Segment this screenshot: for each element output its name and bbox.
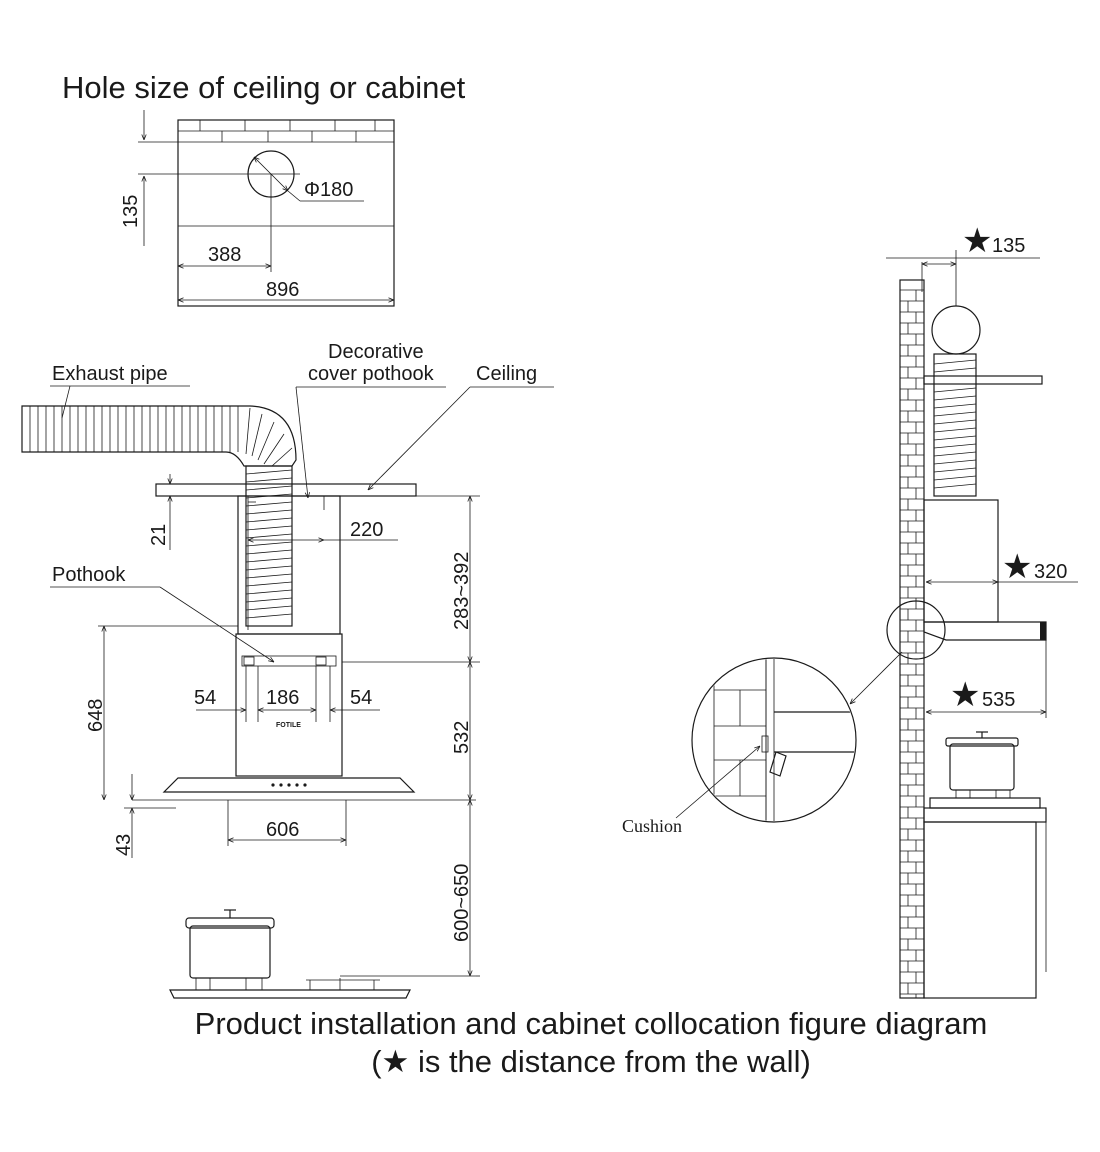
- dim-54-right: 54: [350, 687, 372, 709]
- exhaust-pipe: [21, 405, 297, 627]
- dim-hole-388: 388: [208, 244, 241, 266]
- wall: [899, 279, 925, 999]
- label-exhaust-pipe: Exhaust pipe: [52, 363, 168, 385]
- brand-logo: FOTILE: [276, 722, 301, 729]
- wall-bricks: [900, 289, 924, 998]
- side-pot: [929, 731, 1041, 809]
- chimney-cover: [237, 495, 341, 635]
- dim-side-320: 320: [1034, 561, 1067, 583]
- dim-186: 186: [266, 687, 299, 709]
- side-cabinet: [923, 821, 1037, 999]
- dim-600-650: 600~650: [451, 864, 473, 942]
- cushion-detail-circle: [691, 657, 857, 823]
- dim-532: 532: [451, 721, 473, 754]
- control-buttons: [271, 783, 307, 787]
- star-icon-320: ★: [1002, 548, 1032, 586]
- label-decorative: Decorative: [328, 341, 424, 363]
- cabinet-top-outline: [177, 119, 395, 307]
- dim-54-left: 54: [194, 687, 216, 709]
- caption-line-2: (★ is the distance from the wall): [371, 1044, 811, 1079]
- cooktop-with-pot: [169, 909, 411, 999]
- dim-side-135: 135: [992, 235, 1025, 257]
- dim-side-535: 535: [982, 689, 1015, 711]
- label-pothook: Pothook: [52, 564, 126, 586]
- dim-220: 220: [350, 519, 383, 541]
- side-counter: [923, 807, 1047, 823]
- dim-hole-135: 135: [120, 195, 142, 228]
- label-cushion: Cushion: [622, 816, 682, 836]
- duct-circle: [931, 305, 981, 355]
- hole-section-title: Hole size of ceiling or cabinet: [62, 70, 466, 105]
- dim-43: 43: [113, 834, 135, 856]
- dim-21: 21: [148, 524, 170, 546]
- dim-hole-diameter: Φ180: [304, 179, 353, 201]
- dim-hole-896: 896: [266, 279, 299, 301]
- side-duct: [933, 353, 977, 497]
- hole-size-section: Hole size of ceiling or cabinet Φ180 135: [62, 70, 466, 307]
- dim-283-392: 283~392: [451, 552, 473, 630]
- side-hood-body: [923, 499, 999, 623]
- side-ceiling: [923, 375, 1043, 385]
- pothook-bar: [241, 655, 337, 667]
- star-icon-535: ★: [950, 676, 980, 714]
- dim-648: 648: [85, 699, 107, 732]
- ceiling-brick-pattern: [178, 120, 394, 142]
- dim-606: 606: [266, 819, 299, 841]
- label-cover-pothook: cover pothook: [308, 363, 435, 385]
- hood-plate: [162, 777, 416, 793]
- side-view: ★ 135 ★ 320 ★ 535: [622, 222, 1078, 999]
- side-hood-canopy: [923, 621, 1047, 641]
- caption-line-1: Product installation and cabinet colloca…: [195, 1006, 988, 1041]
- label-ceiling: Ceiling: [476, 363, 537, 385]
- hood-body: [235, 633, 343, 777]
- star-icon-135: ★: [962, 222, 992, 260]
- front-view: Exhaust pipe Decorative cover pothook Ce…: [21, 341, 554, 999]
- detail-marker-circle: [886, 600, 946, 660]
